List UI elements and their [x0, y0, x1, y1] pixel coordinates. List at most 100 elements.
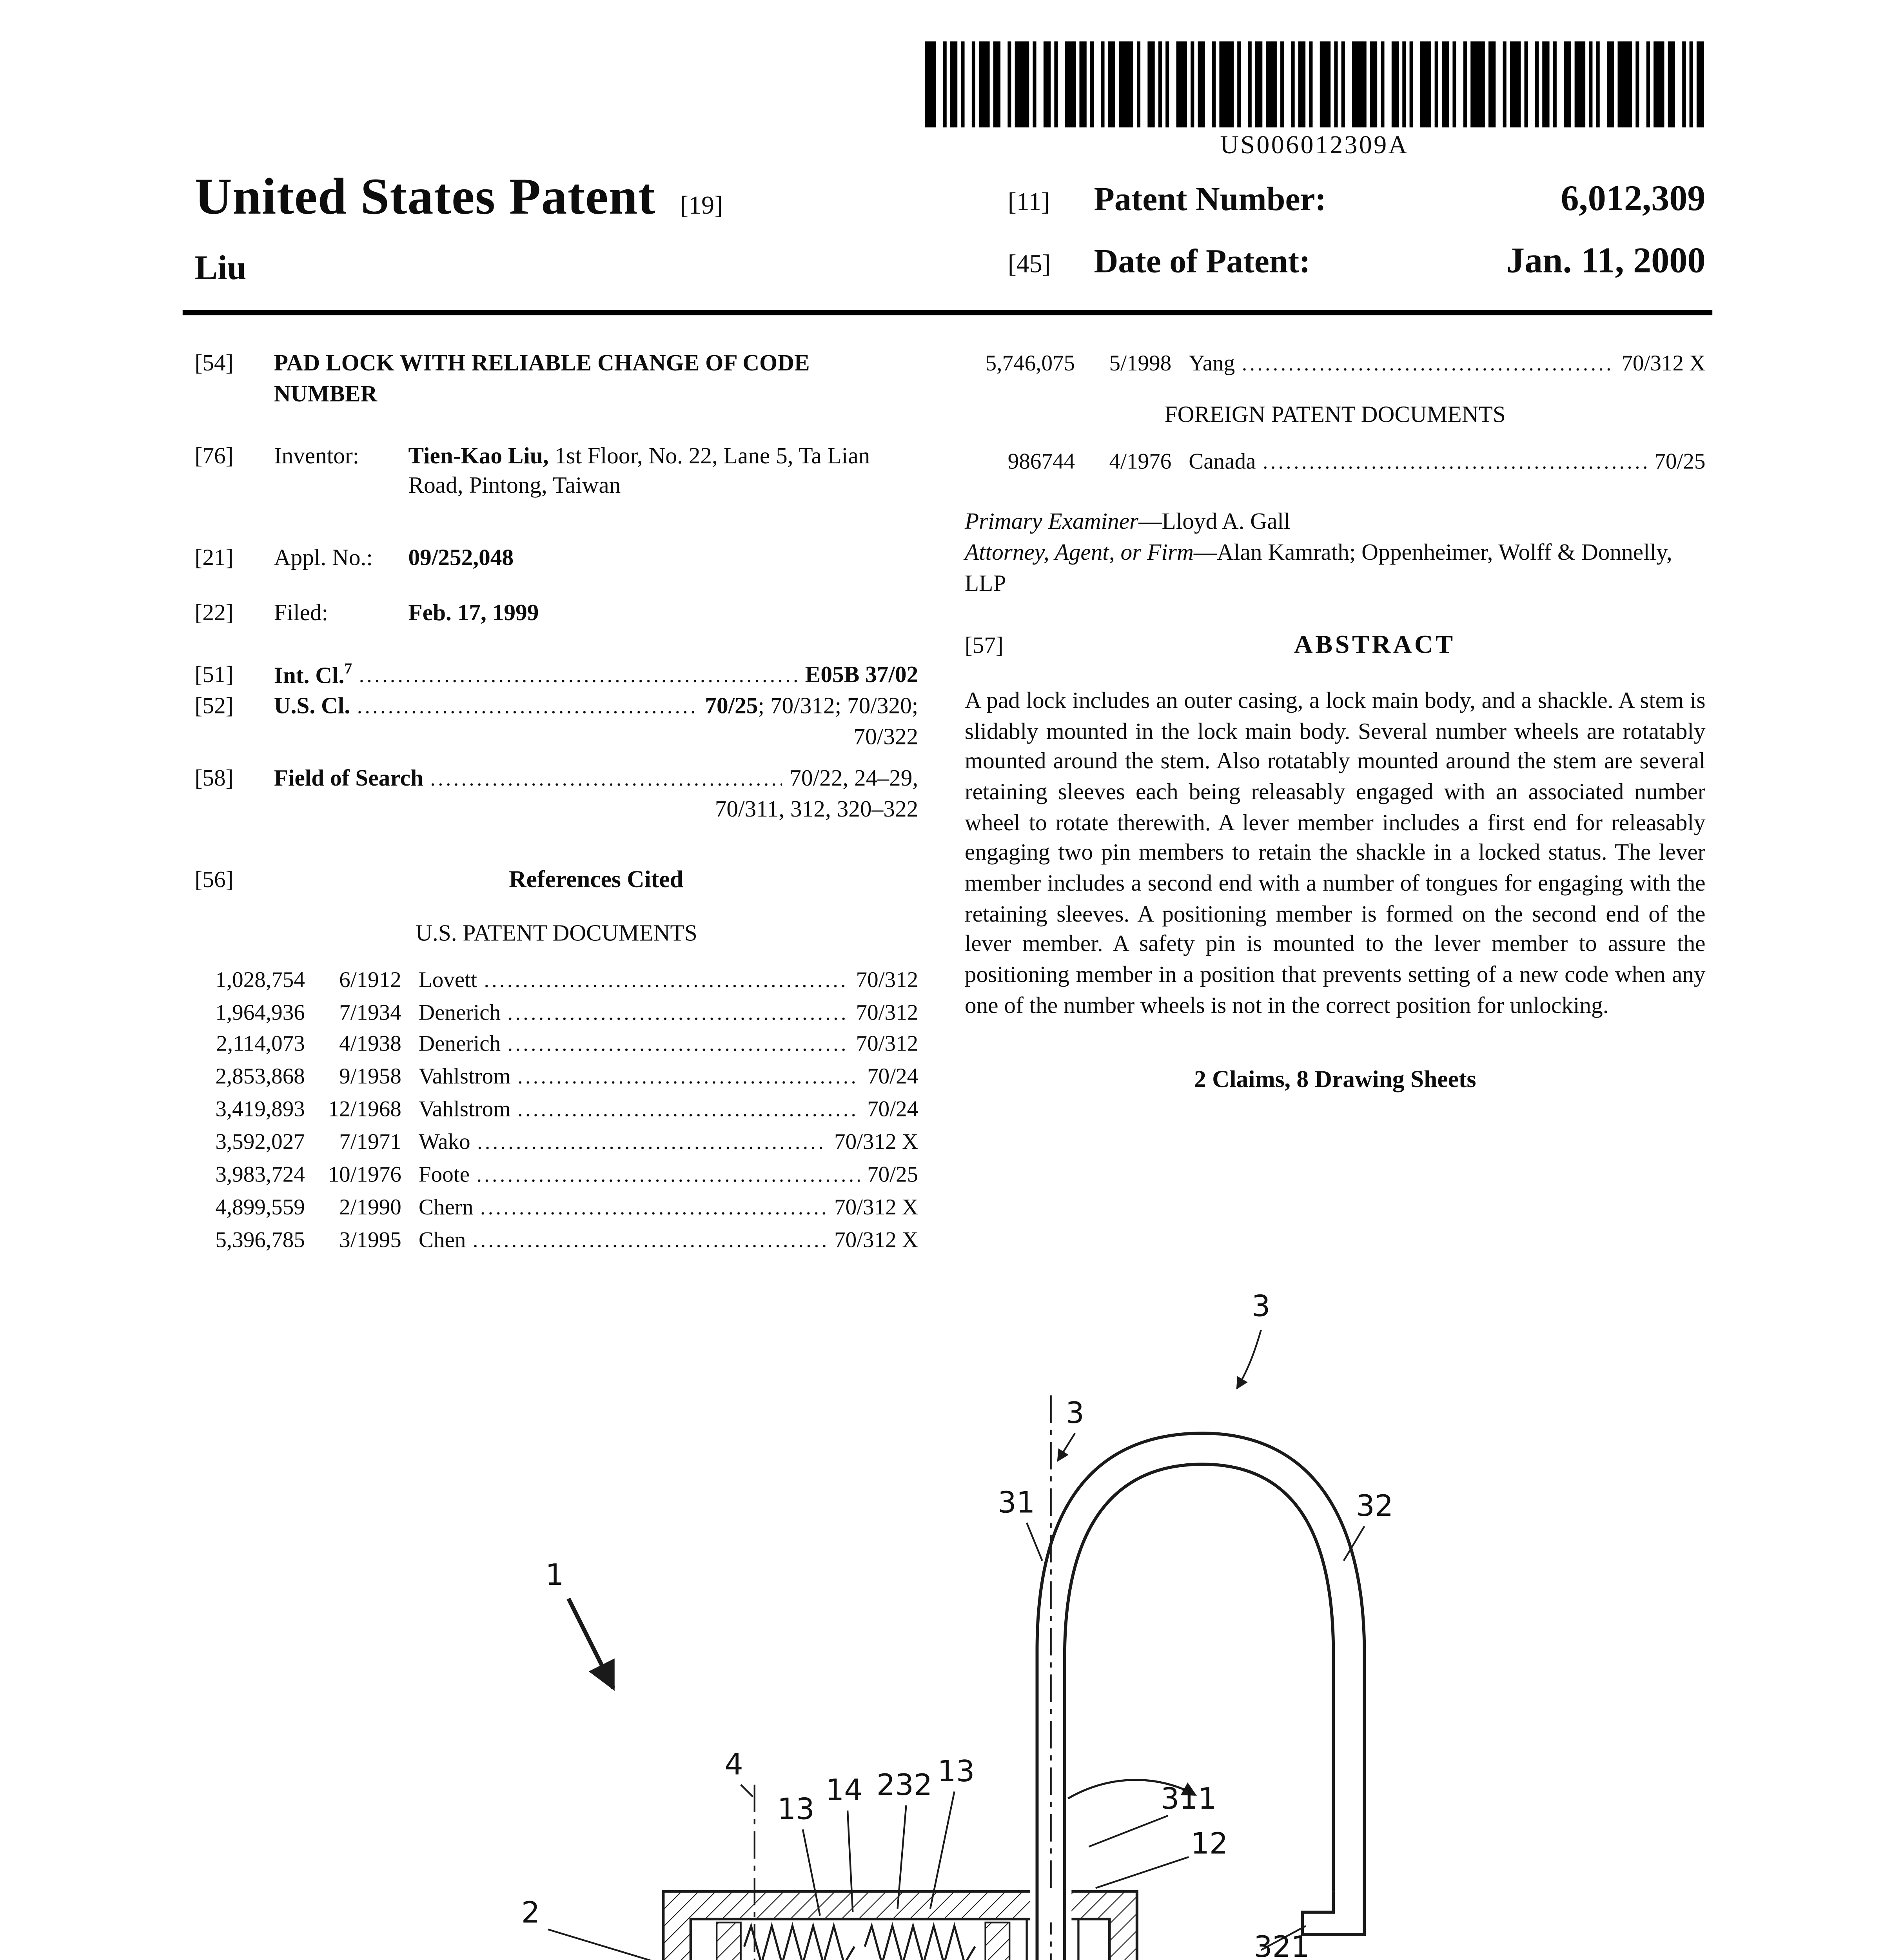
attorney-label: Attorney, Agent, or Firm [964, 539, 1194, 565]
ref-inventor-name: Vahlstrom [418, 1096, 511, 1122]
field-tag-58: [58] [194, 764, 234, 791]
ref-classification: 70/312 [856, 1031, 918, 1057]
dot-leader [430, 766, 783, 794]
field-tag-54: [54] [194, 350, 234, 376]
int-cl-superscript: 7 [344, 659, 352, 677]
header-right: [11] Patent Number: 6,012,309 [45] Date … [1008, 178, 1706, 283]
ref-patent-number: 2,114,073 [216, 1031, 305, 1057]
field-tag-51: [51] [194, 662, 234, 688]
primary-examiner-value: —Lloyd A. Gall [1138, 507, 1291, 534]
foreign-patent-documents-heading: FOREIGN PATENT DOCUMENTS [1164, 401, 1506, 427]
ref-date: 4/1976 [1109, 447, 1172, 473]
ref-date: 5/1998 [1109, 350, 1172, 376]
ref-classification: 70/312 X [834, 1193, 918, 1219]
figure-mechanism [715, 1919, 1080, 1960]
ref-country: Canada [1189, 447, 1256, 473]
kind-code-tag: [19] [680, 193, 723, 221]
ref-inventor-name: Lovett [418, 966, 477, 992]
patent-number-label: Patent Number: [1094, 182, 1327, 219]
figure-ref-numeral: 3 [1065, 1396, 1084, 1430]
filed-row: [22] Filed: Feb. 17, 1999 [195, 598, 918, 628]
ref-patent-number: 2,853,868 [215, 1063, 305, 1089]
us-cl-primary: 70/25 [705, 693, 758, 719]
us-patent-documents-heading: U.S. PATENT DOCUMENTS [416, 920, 697, 946]
figure-ref-numeral: 31 [998, 1485, 1035, 1519]
us-cl-value: 70/25; 70/312; 70/320; [705, 691, 918, 722]
filed-label: Filed: [274, 599, 329, 626]
ref-patent-number: 3,983,724 [215, 1161, 305, 1187]
field-tag-52: [52] [194, 693, 234, 719]
ref-inventor-name: Chern [418, 1193, 474, 1219]
patent-date-label: Date of Patent: [1094, 245, 1311, 281]
ref-inventor-name: Yang [1189, 350, 1235, 376]
dot-leader [1263, 447, 1648, 477]
patent-date-row: [45] Date of Patent: Jan. 11, 2000 [1008, 240, 1706, 283]
patent-date-value: Jan. 11, 2000 [1506, 239, 1706, 281]
ref-classification: 70/24 [867, 1063, 918, 1089]
primary-examiner-line: Primary Examiner—Lloyd A. Gall [965, 506, 1706, 537]
ref-patent-number: 4,899,559 [215, 1193, 305, 1219]
patent-figure: 3331321413142321331112232123131422423612… [521, 1289, 1393, 1960]
field-tag-22: [22] [194, 599, 234, 626]
field-tag-57: [57] [964, 632, 1004, 659]
dot-leader [508, 998, 849, 1028]
ref-inventor-name: Chen [418, 1225, 466, 1252]
figure-ref-numeral: 12 [1191, 1826, 1228, 1860]
dot-leader [477, 1161, 860, 1191]
dot-leader [484, 966, 849, 996]
figure-ref-numeral: 13 [937, 1754, 975, 1788]
patent-date-tag: [45] [1007, 251, 1051, 279]
patent-number-tag: [11] [1007, 189, 1050, 217]
us-patent-list: 1,028,7546/1912Lovett70/3121,964,9367/19… [195, 964, 918, 1256]
us-cl-secondary: ; 70/312; 70/320; [758, 693, 918, 719]
dot-leader [480, 1193, 827, 1223]
inventor-surname: Liu [194, 250, 247, 288]
patent-number-row: [11] Patent Number: 6,012,309 [1008, 178, 1706, 221]
ref-patent-number: 986744 [1007, 447, 1075, 473]
ref-classification: 70/25 [1654, 447, 1706, 473]
application-number-label: Appl. No.: [274, 544, 373, 571]
ref-inventor-name: Wako [418, 1128, 470, 1154]
barcode-text: US006012309A [1220, 132, 1409, 160]
ref-date: 6/1912 [339, 966, 401, 992]
figure-ref-numeral: 1 [545, 1558, 564, 1592]
ref-inventor-name: Foote [418, 1161, 470, 1187]
figure-ref-numeral: 4 [724, 1747, 743, 1781]
figure-ref-numeral: 321 [1254, 1930, 1310, 1960]
int-cl-row: [51] Int. Cl.7 E05B 37/02 [195, 660, 918, 691]
ref-classification: 70/312 X [834, 1225, 918, 1252]
filed-value: Feb. 17, 1999 [408, 599, 539, 626]
ref-classification: 70/312 X [1621, 350, 1706, 376]
dot-leader [359, 664, 798, 691]
invention-title-row: [54] PAD LOCK WITH RELIABLE CHANGE OF CO… [195, 348, 918, 410]
field-of-search-value: 70/22, 24–29, [790, 764, 918, 791]
field-tag-76: [76] [194, 442, 234, 468]
primary-examiner-label: Primary Examiner [964, 507, 1139, 534]
figure-ref-numeral: 14 [826, 1773, 863, 1807]
dot-leader [1242, 350, 1615, 379]
invention-title: PAD LOCK WITH RELIABLE CHANGE OF CODE NU… [274, 350, 810, 407]
ref-date: 2/1990 [339, 1193, 401, 1219]
figure-leader-lines [547, 1329, 1365, 1960]
abstract-column: 5,746,075 5/1998 Yang 70/312 X FOREIGN P… [965, 348, 1706, 1099]
ref-patent-number: 3,592,027 [215, 1128, 305, 1154]
patent-number-value: 6,012,309 [1561, 177, 1706, 219]
attorney-value: —Alan Kamrath; Oppenheimer, Wolff & Donn… [964, 539, 1672, 596]
us-patent-row: 5,746,075 5/1998 Yang 70/312 X [965, 348, 1706, 381]
ref-classification: 70/312 [856, 966, 918, 992]
dot-leader [517, 1063, 860, 1093]
dot-leader [517, 1096, 860, 1126]
ref-date: 3/1995 [339, 1225, 401, 1252]
abstract-text: A pad lock includes an outer casing, a l… [964, 687, 1706, 1018]
figure-ref-numeral: 232 [877, 1768, 933, 1802]
ref-inventor-name: Denerich [418, 1031, 501, 1057]
references-cited-heading: References Cited [509, 869, 683, 895]
figure-ref-numeral: 311 [1161, 1782, 1217, 1816]
int-cl-label-text: Int. Cl. [274, 662, 345, 688]
us-patent-row: 4,899,559 2/1990 Chern 70/312 X [195, 1192, 918, 1224]
ref-classification: 70/24 [867, 1096, 918, 1122]
